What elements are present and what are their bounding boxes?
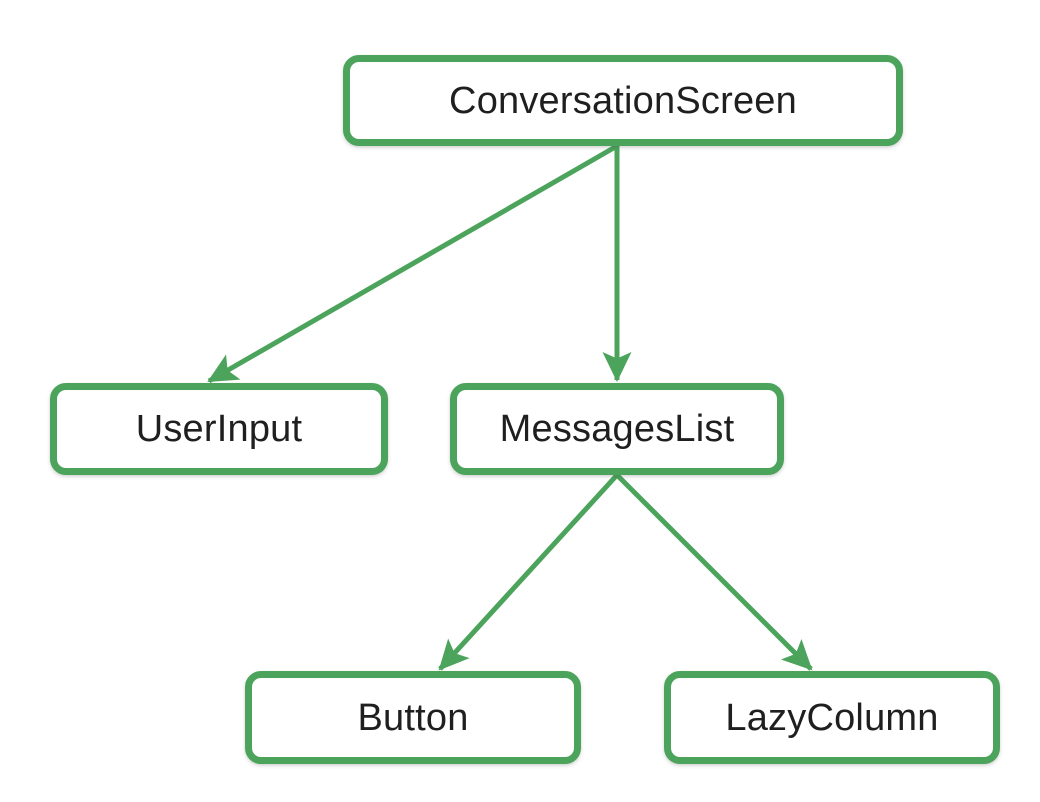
node-userinput[interactable]: UserInput (50, 383, 388, 475)
edge-messageslist-button (438, 473, 619, 671)
node-label: MessagesList (499, 408, 735, 450)
node-messageslist[interactable]: MessagesList (450, 383, 784, 475)
node-lazycolumn[interactable]: LazyColumn (664, 671, 1000, 764)
node-button[interactable]: Button (245, 671, 581, 764)
node-label: ConversationScreen (449, 79, 797, 122)
node-label: UserInput (135, 408, 303, 450)
node-label: LazyColumn (725, 696, 939, 739)
edge-conversationscreen-userinput (207, 143, 619, 384)
node-label: Button (357, 696, 469, 739)
edge-messageslist-lazycolumn (615, 473, 813, 671)
node-conversationscreen[interactable]: ConversationScreen (343, 55, 903, 146)
